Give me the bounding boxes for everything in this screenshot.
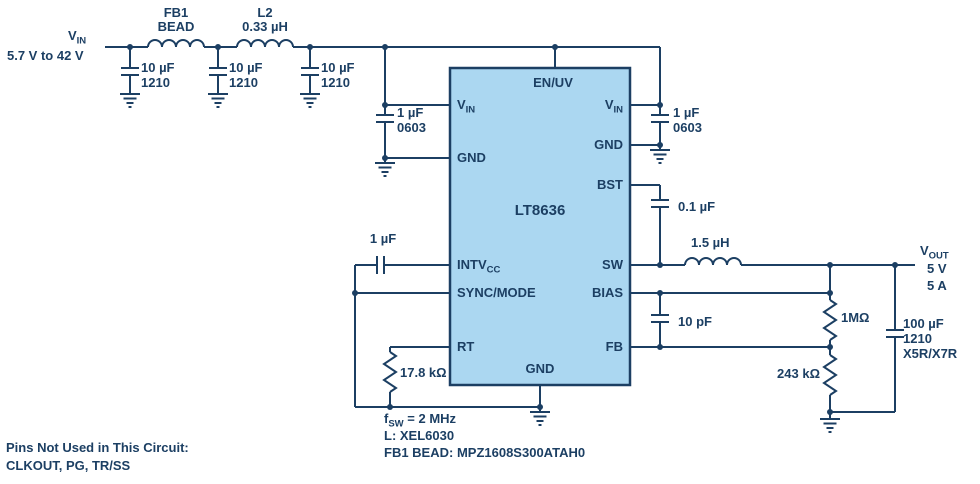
vin-bypass-left-symbol [375, 114, 395, 123]
ground-symbol [207, 93, 229, 108]
intvcc-cap-label: 1 µF [369, 231, 397, 246]
pin-vin-left-sub: IN [465, 104, 476, 116]
input-cap3-symbol [300, 67, 320, 76]
output-cap-value: 100 µF [903, 316, 944, 331]
pin-vin-right-main: V [604, 97, 614, 112]
input-cap2-symbol [208, 67, 228, 76]
output-inductor-symbol [684, 257, 742, 266]
note-bead: FB1 BEAD: MPZ1608S300ATAH0 [384, 445, 586, 460]
fb-cap-symbol [650, 314, 670, 323]
fb-bottom-resistor-label: 243 kΩ [777, 366, 820, 381]
ground-symbol [529, 411, 551, 426]
input-cap3-size: 1210 [321, 75, 350, 90]
input-inductor-symbol [236, 39, 294, 48]
l2-value-label: 0.33 µH [242, 19, 288, 34]
ic-pin-fb: FB [605, 339, 623, 354]
input-cap3-value: 10 µF [321, 60, 355, 75]
ic-pin-intvcc: INTVCC [457, 257, 500, 275]
ic-pin-gnd-bottom: GND [525, 361, 555, 376]
intvcc-cap-symbol [376, 255, 385, 275]
note-fsw-value: = 2 MHz [403, 411, 457, 426]
ground-symbol [374, 162, 396, 177]
vout-sub: OUT [928, 250, 949, 262]
ic-pin-bst: BST [597, 177, 623, 192]
bst-cap-label: 0.1 µF [678, 199, 716, 214]
vin-sub: IN [76, 35, 87, 47]
vout-voltage-label: 5 V [927, 261, 947, 276]
output-cap-dielectric: X5R/X7R [903, 346, 958, 361]
ic-pin-gnd-left: GND [457, 150, 486, 165]
ic-pin-sw: SW [602, 257, 623, 272]
pin-vin-right-sub: IN [613, 104, 624, 116]
output-cap-symbol [885, 329, 905, 338]
ic-body-lt8636 [448, 66, 632, 387]
ground-symbol [819, 418, 841, 433]
ground-symbol [649, 149, 671, 164]
unused-pins-title: Pins Not Used in This Circuit: [6, 440, 189, 455]
vin-main: V [68, 28, 77, 43]
vin-bypass-left-value: 1 µF [397, 105, 424, 120]
ground-symbol [299, 93, 321, 108]
ic-part-number: LT8636 [514, 202, 566, 219]
fb-bottom-resistor-symbol [823, 354, 837, 396]
ic-pin-en-uv: EN/UV [533, 75, 573, 90]
vin-range-label: 5.7 V to 42 V [7, 48, 84, 63]
rt-resistor-label: 17.8 kΩ [400, 365, 447, 380]
input-cap2-size: 1210 [229, 75, 258, 90]
unused-pins-list: CLKOUT, PG, TR/SS [6, 458, 131, 473]
ic-pin-vin-right: VIN [604, 97, 623, 115]
ic-pin-vin-left: VIN [457, 97, 475, 115]
output-inductor-label: 1.5 µH [691, 235, 730, 250]
note-fsw-sub: SW [388, 418, 404, 430]
pin-intvcc-main: INTV [457, 257, 487, 272]
pin-vin-left-main: V [457, 97, 466, 112]
vout-label: VOUT [920, 243, 949, 261]
junction-dots [127, 44, 898, 415]
fb-cap-label: 10 pF [678, 314, 712, 329]
ic-pin-sync-mode: SYNC/MODE [457, 285, 536, 300]
vin-source-label: VIN [68, 28, 86, 46]
l2-ref-label: L2 [257, 5, 273, 20]
output-cap-size: 1210 [903, 331, 932, 346]
vout-main: V [920, 243, 929, 258]
fb-top-resistor-symbol [823, 299, 837, 341]
rt-resistor-symbol [383, 351, 397, 393]
ic-pin-gnd-right: GND [594, 137, 623, 152]
vin-bypass-right-size: 0603 [673, 120, 702, 135]
vin-bypass-right-symbol [650, 114, 670, 123]
note-fsw: fSW = 2 MHz [384, 411, 457, 429]
fb1-ref-label: FB1 [163, 5, 189, 20]
input-cap1-value: 10 µF [141, 60, 175, 75]
note-fsw-f: f [384, 411, 389, 426]
fb-top-resistor-label: 1MΩ [841, 310, 870, 325]
vin-bypass-left-size: 0603 [397, 120, 426, 135]
ferrite-bead-symbol [147, 39, 205, 48]
vin-bypass-right-value: 1 µF [673, 105, 700, 120]
pin-intvcc-sub: CC [486, 264, 501, 276]
ground-symbol [119, 93, 141, 108]
bst-cap-symbol [650, 199, 670, 208]
vout-current-label: 5 A [927, 278, 947, 293]
ic-pin-rt: RT [457, 339, 475, 354]
note-inductor: L: XEL6030 [384, 428, 455, 443]
input-cap1-symbol [120, 67, 140, 76]
input-cap2-value: 10 µF [229, 60, 263, 75]
fb1-type-label: BEAD [157, 19, 195, 34]
input-cap1-size: 1210 [141, 75, 170, 90]
ic-pin-bias: BIAS [591, 285, 623, 300]
